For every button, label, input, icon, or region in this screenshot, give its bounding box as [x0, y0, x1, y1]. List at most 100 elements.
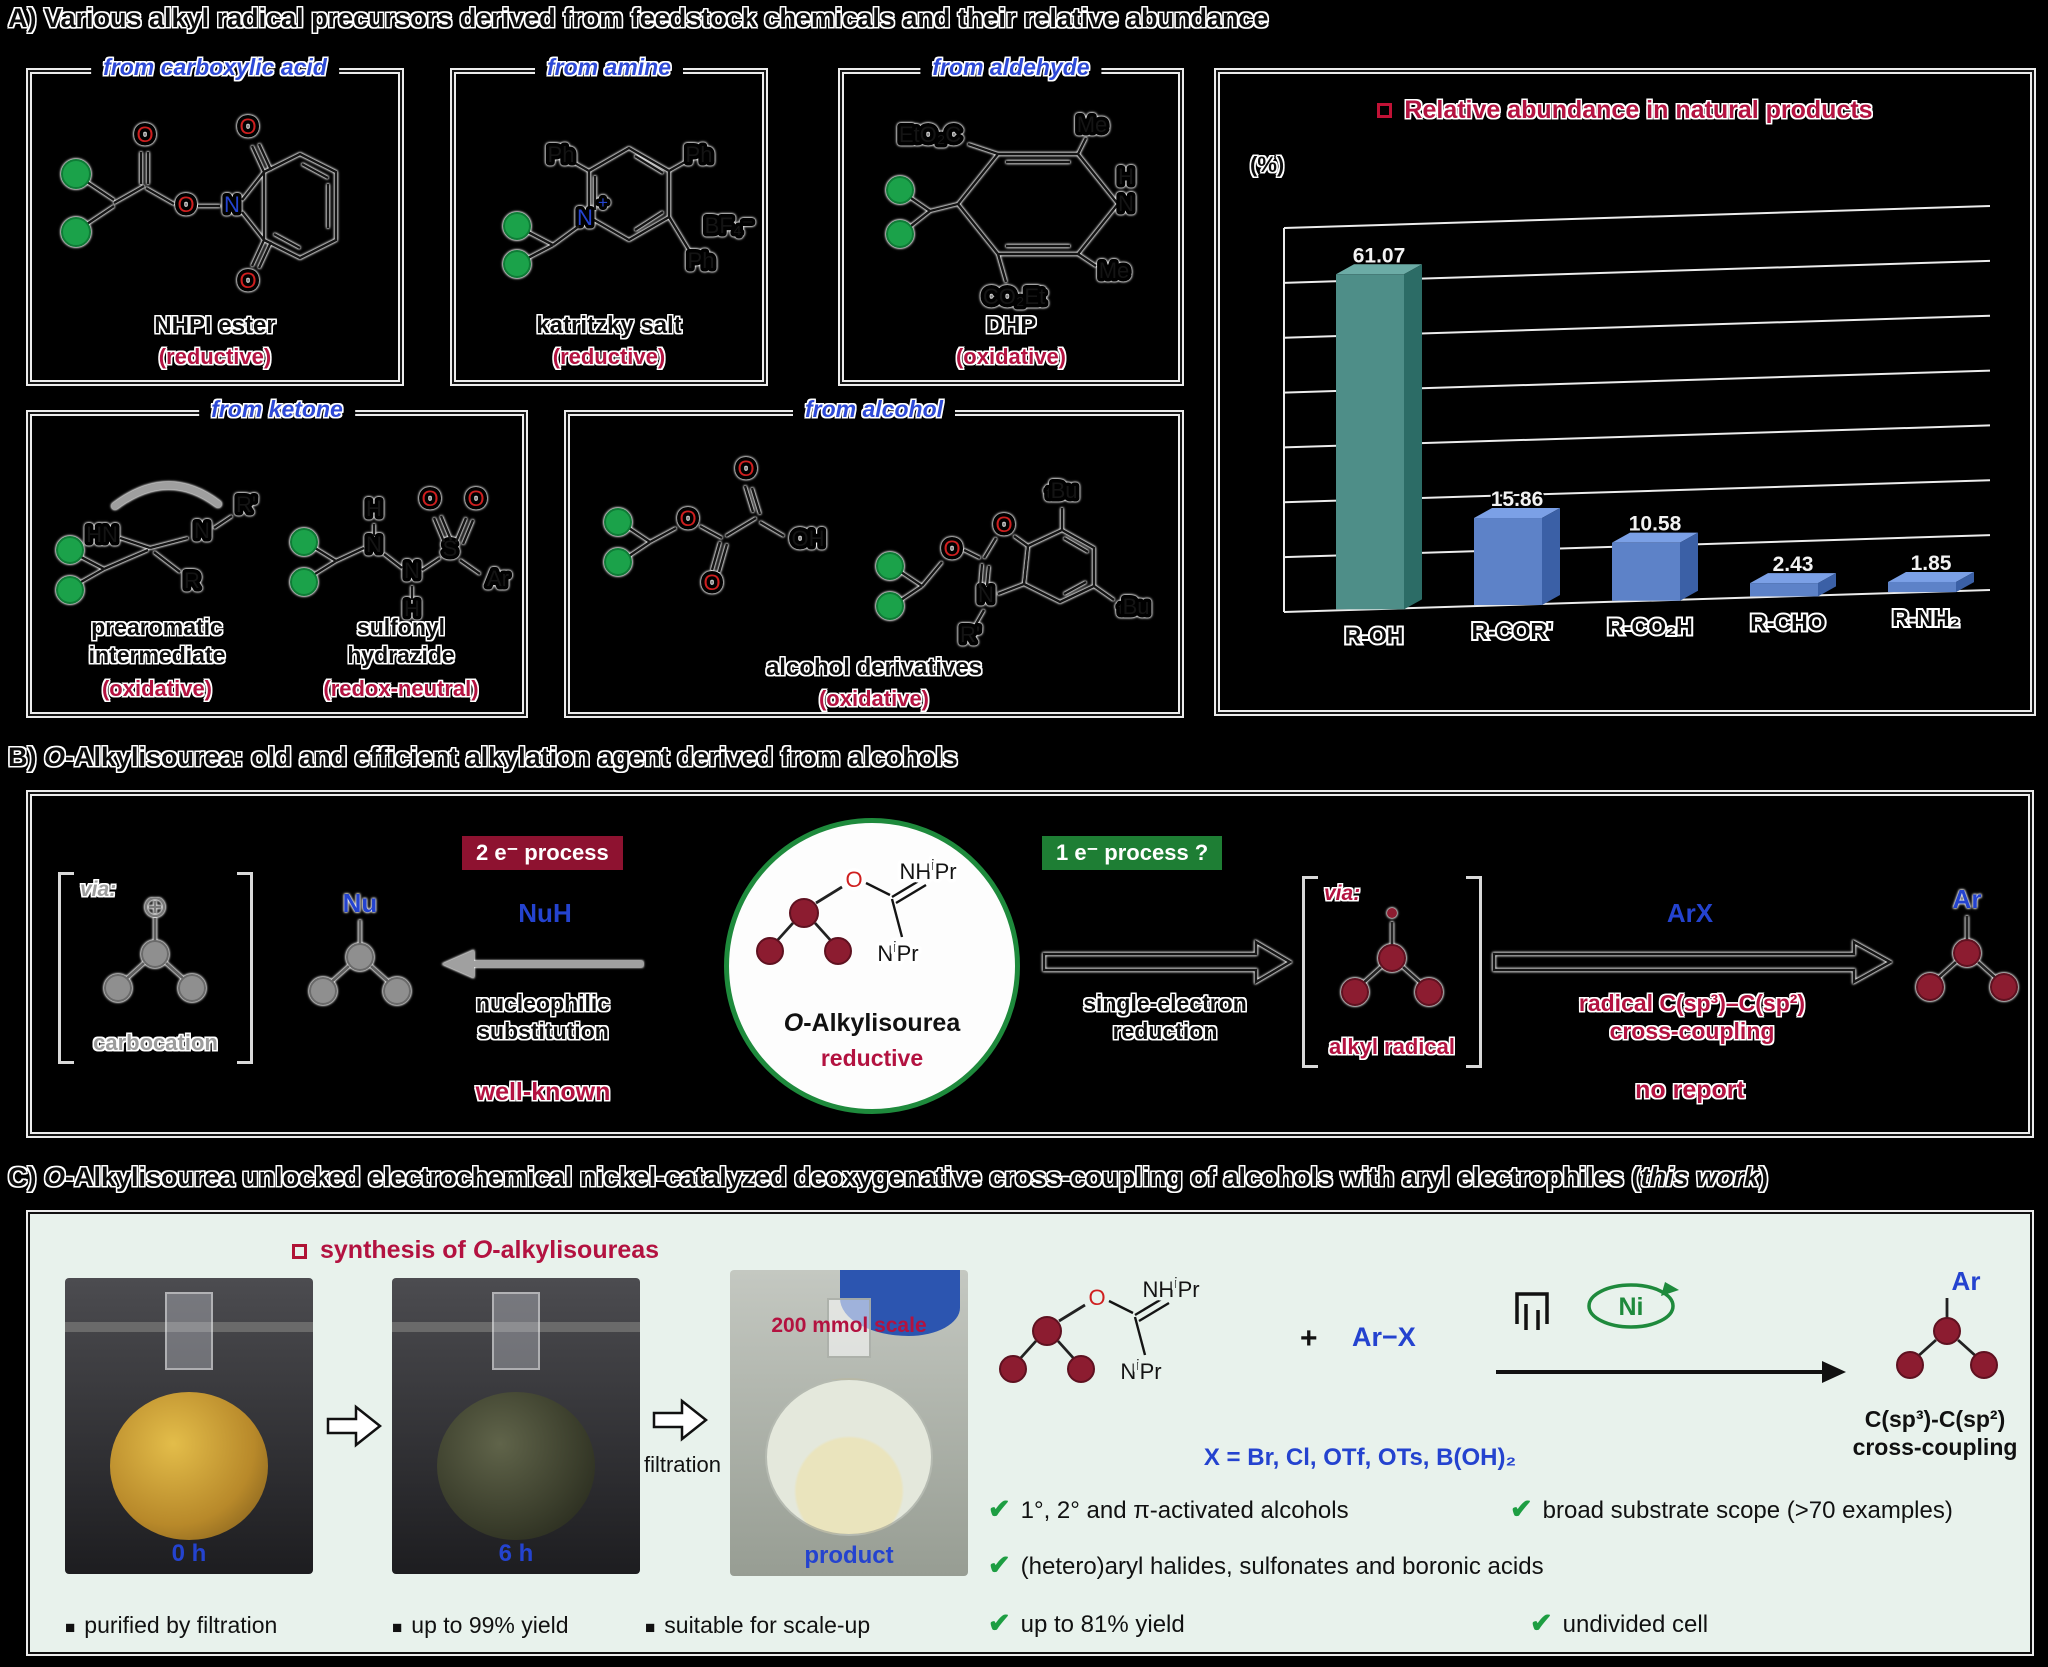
chart-legend: Relative abundance in natural products [1218, 96, 2032, 125]
alcohol-derivatives-label: alcohol derivatives [765, 654, 983, 681]
arx-reagent-label: Ar−X [1352, 1322, 1416, 1352]
radical-coupling-label-2: cross-coupling [1609, 1018, 1775, 1044]
o-alkylisourea-structure: O NHiPr NiPr [756, 854, 960, 970]
o-alkylisourea-name: O-Alkylisourea [783, 1009, 961, 1037]
reaction-arrow [1496, 1361, 1846, 1383]
svg-text:R': R' [960, 622, 980, 647]
one-electron-process-chip: 1 e⁻ process ? [1042, 836, 1223, 870]
photo-reaction-6h: 6 h [392, 1278, 640, 1574]
ar-product-structure: Ar [1896, 1266, 1998, 1379]
nhpi-mode-label: (reductive) [158, 344, 272, 369]
flask-yellow-mixture [110, 1392, 268, 1540]
right-bracket [237, 872, 253, 1064]
svg-text:O: O [467, 486, 484, 511]
tag-from-carboxylic-acid: from carboxylic acid [91, 54, 339, 81]
left-reaction-arrow [442, 950, 643, 978]
svg-text:N: N [224, 192, 240, 217]
svg-text:Me: Me [1077, 112, 1108, 137]
svg-text:O: O [737, 456, 754, 481]
svg-text:HN: HN [86, 522, 118, 547]
svg-text:O: O [943, 536, 960, 561]
substitution-label-1: nucleophilic [475, 990, 611, 1016]
svg-text:10.58: 10.58 [1629, 513, 1682, 536]
via-label: via: [1324, 882, 1361, 905]
svg-text:R': R' [236, 492, 256, 517]
box-aldehyde: from aldehyde N H Me Me EtO₂C CO₂Et DHP … [840, 54, 1182, 384]
chart-legend-label: Relative abundance in natural products [1404, 96, 1873, 124]
arx-label: ArX [1666, 898, 1714, 928]
tag-from-aldehyde: from aldehyde [920, 54, 1102, 81]
no-report-label: no report [1635, 1076, 1745, 1104]
svg-text:N: N [366, 532, 382, 557]
synthesis-square-icon [292, 1244, 307, 1259]
svg-text:2.43: 2.43 [1773, 553, 1814, 576]
section-b-panel: 2 e⁻ process 1 e⁻ process ? via: carboca… [28, 792, 2032, 1136]
section-c-panel: synthesis of O-alkylisoureas 0 h 6 h fil… [28, 1212, 2032, 1654]
svg-text:NiPr: NiPr [1120, 1357, 1161, 1384]
via-label: via: [80, 878, 117, 901]
flask-neck [827, 1298, 871, 1358]
filtration-label: filtration [643, 1452, 722, 1477]
box-amine: from amine Ph Ph Ph N + BF₄⁻ katritzky s… [452, 54, 766, 384]
box-alcohol: from alcohol O O O OH O O N [566, 396, 1182, 716]
svg-text:H: H [404, 596, 420, 621]
step-arrow-icon [326, 1404, 382, 1448]
two-electron-process-chip: 2 e⁻ process [462, 836, 623, 870]
flask-product [765, 1378, 933, 1536]
check-alcohols: ✔1°, 2° and π-activated alcohols [988, 1494, 1349, 1524]
svg-text:O: O [1088, 1285, 1105, 1310]
ni-label: Ni [1619, 1293, 1644, 1321]
sulfonyl-hydrazide-struct: N H N H S O O Ar [290, 483, 513, 625]
svg-text:N: N [194, 518, 210, 543]
svg-text:O: O [995, 512, 1012, 537]
svg-text:Ph: Ph [688, 248, 715, 273]
svg-text:O: O [703, 570, 720, 595]
dhp-structure: N H Me Me EtO₂C CO₂Et [886, 109, 1137, 313]
flask-dark-mixture [437, 1392, 595, 1540]
photo-caption-product: product [804, 1542, 894, 1569]
svg-text:NiPr: NiPr [877, 939, 918, 966]
svg-text:1.85: 1.85 [1911, 552, 1952, 575]
carbocation-label: carbocation [93, 1030, 218, 1055]
svg-text:R-CO₂H: R-CO₂H [1607, 614, 1693, 640]
check-electrophiles: ✔(hetero)aryl halides, sulfonates and bo… [988, 1550, 1544, 1580]
svg-text:N: N [577, 205, 593, 230]
svg-text:NHiPr: NHiPr [899, 857, 956, 884]
prearomatic-intermediate-structure: HN N R' R [56, 482, 260, 604]
box-ketone: from ketone HN N R' R N H N H S O [28, 396, 526, 716]
scale-label: 200 mmol scale [771, 1314, 927, 1337]
svg-text:N: N [404, 558, 420, 583]
flask-neck [165, 1292, 213, 1370]
nu-product-structure: Nu [309, 888, 411, 1005]
cross-coupling-arrow [1492, 940, 1892, 984]
svg-text:EtO₂C: EtO₂C [899, 122, 961, 147]
left-bracket [58, 872, 74, 1064]
product-caption-1: C(sp³)-C(sp²) [1864, 1406, 2006, 1432]
svg-text:tBu: tBu [1046, 478, 1077, 503]
svg-text:61.07: 61.07 [1353, 244, 1406, 267]
svg-text:Ph: Ph [548, 142, 575, 167]
reduction-label-1: single-electron [1083, 990, 1247, 1016]
hydrazide-mode-label: (redox-neutral) [323, 676, 479, 701]
svg-text:Nu: Nu [343, 888, 378, 918]
section-b-heading: B) O-Alkylisourea: old and efficient alk… [8, 742, 958, 772]
photo-caption-6h: 6 h [498, 1540, 534, 1567]
svg-text:O: O [421, 486, 438, 511]
carbocation-intermediate: via: carbocation [58, 872, 253, 1064]
photo-caption-0h: 0 h [171, 1540, 207, 1567]
katritzky-salt-structure: Ph Ph Ph N + BF₄⁻ [503, 139, 757, 278]
abundance-bar-chart: 61.07R-OH15.86R-COR'10.58R-CO₂H2.43R-CHO… [1283, 205, 1991, 650]
synthesis-header: synthesis of O-alkylisoureas [320, 1236, 660, 1264]
svg-text:BF₄⁻: BF₄⁻ [705, 213, 754, 238]
carbocation-structure [104, 898, 206, 1002]
svg-text:NHiPr: NHiPr [1142, 1275, 1199, 1302]
svg-text:N: N [1118, 191, 1134, 216]
svg-text:O: O [239, 268, 256, 293]
prearomatic-label-2: intermediate [88, 642, 226, 668]
alkyl-radical-label: alkyl radical [1329, 1034, 1455, 1059]
nhpi-ester-label: NHPI ester [154, 312, 276, 339]
svg-text:Ar: Ar [1953, 884, 1982, 914]
svg-text:OH: OH [792, 526, 825, 551]
svg-text:H: H [366, 496, 382, 521]
